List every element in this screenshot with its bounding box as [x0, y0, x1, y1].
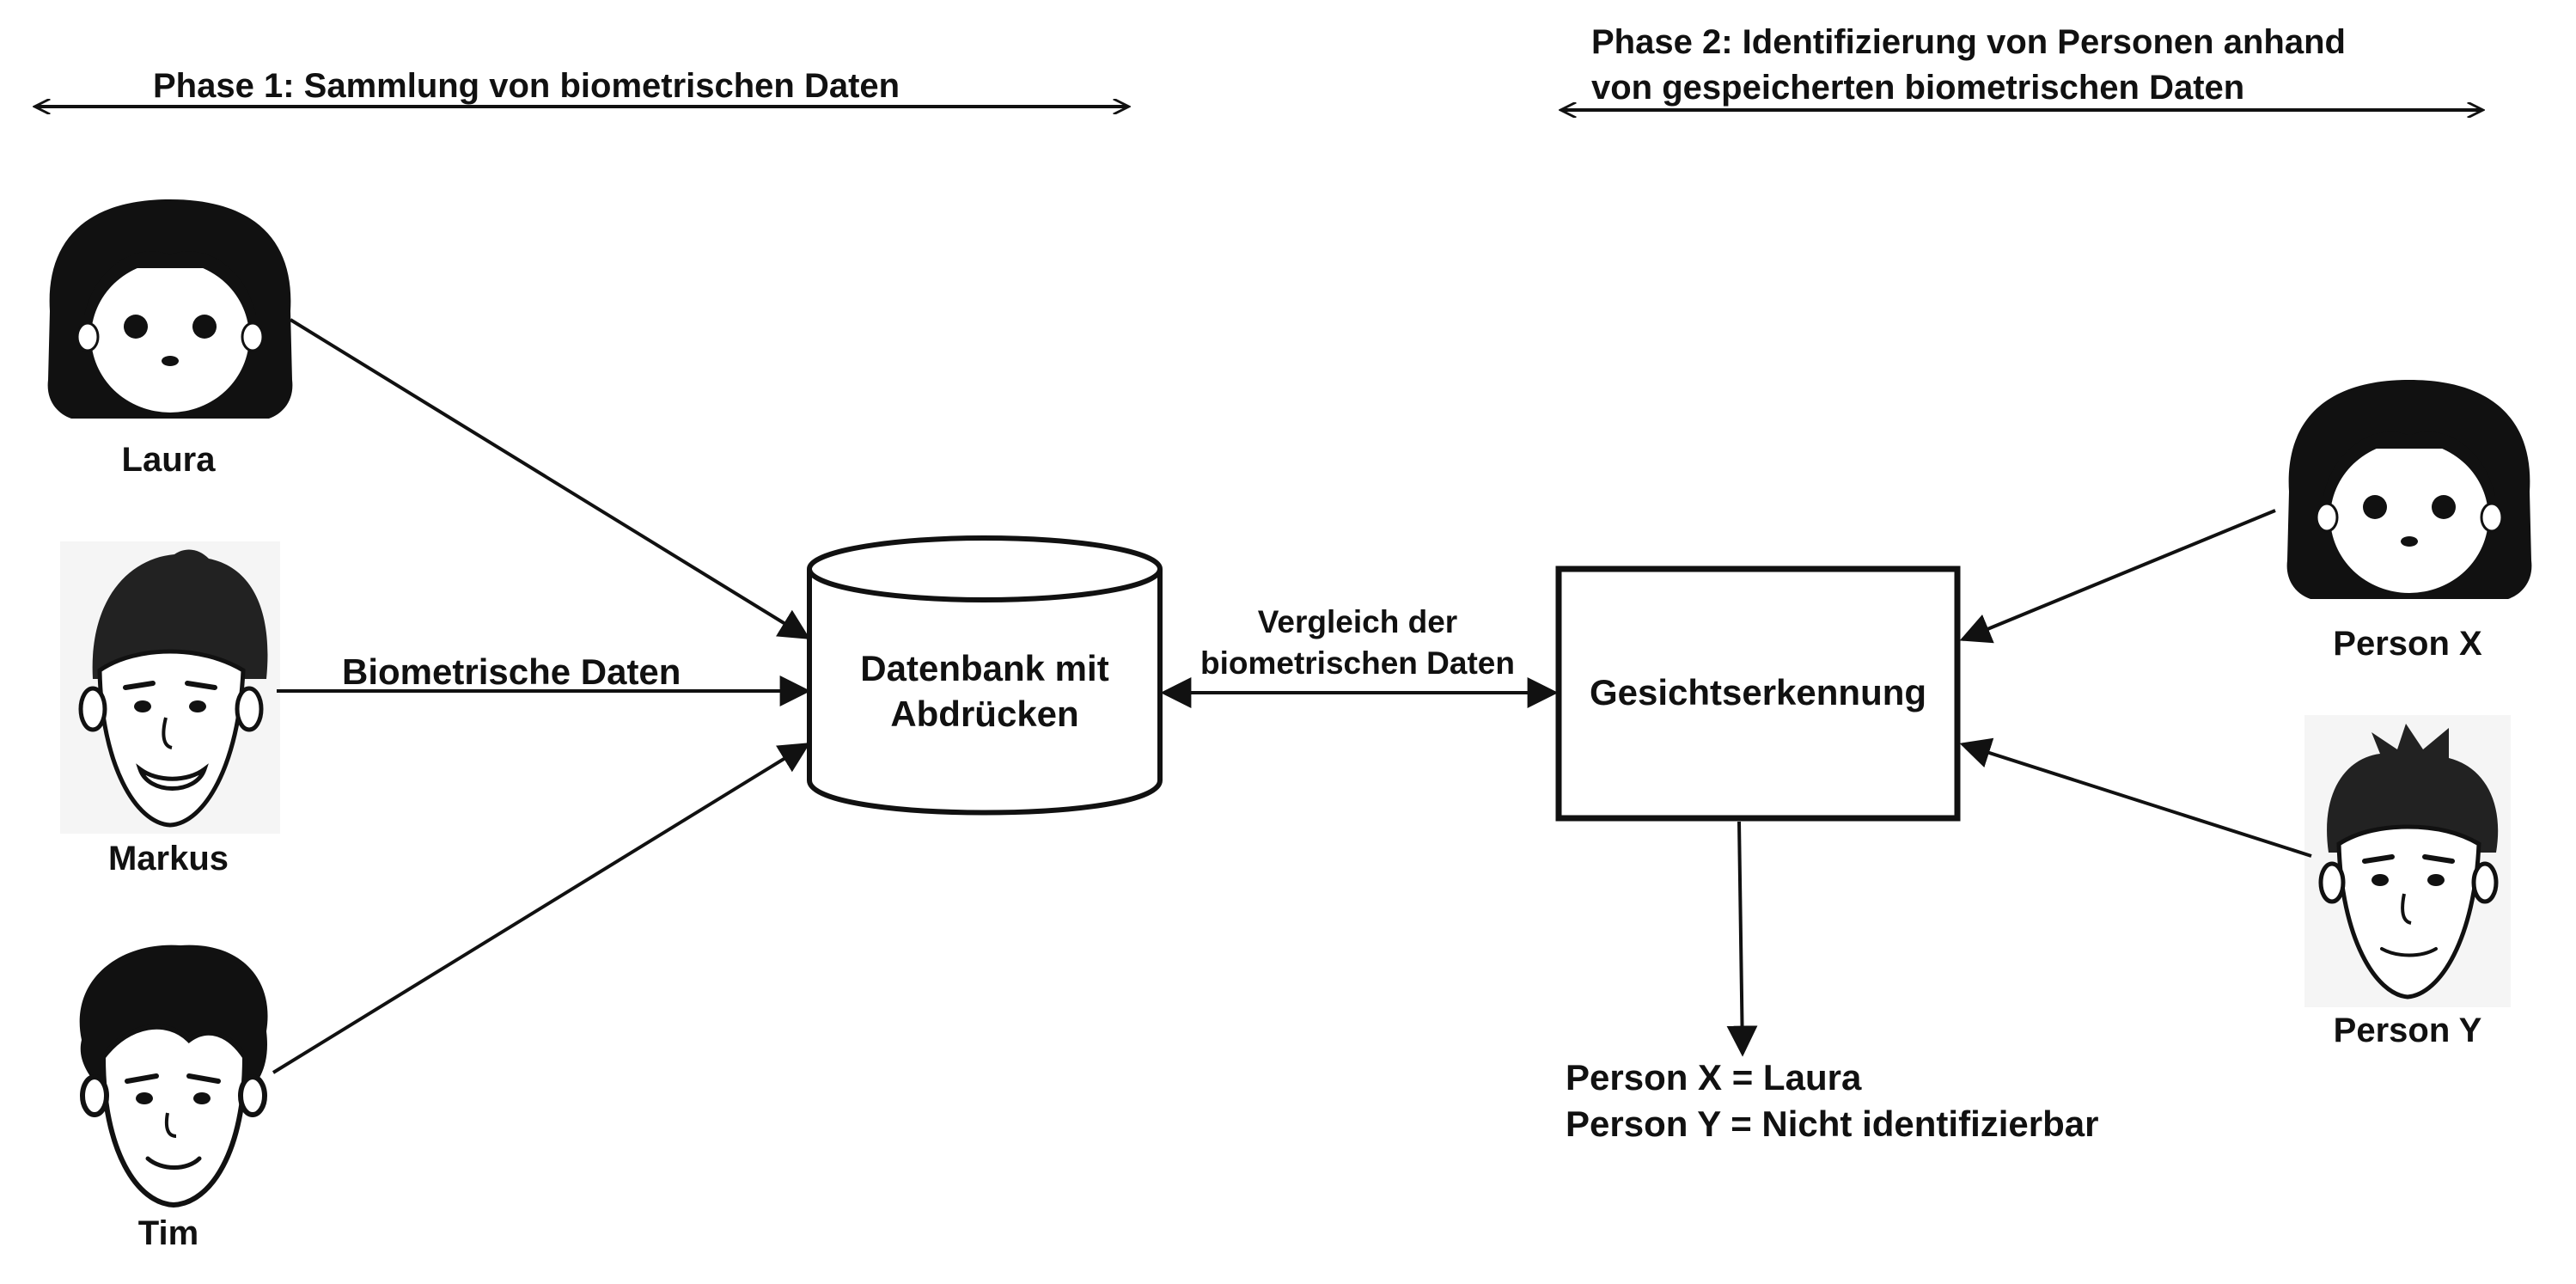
label-markus: Markus [108, 840, 229, 877]
face-recognition-label: Gesichtserkennung [1590, 672, 1926, 712]
result-line1: Person X = Laura [1566, 1057, 1862, 1098]
arrow-tim-to-database [272, 743, 811, 1074]
result-line2: Person Y = Nicht identifizierbar [1566, 1104, 2098, 1144]
label-person-x: Person X [2333, 625, 2482, 663]
compare-label-line2: biometrischen Daten [1200, 645, 1515, 681]
phase1-label: Phase 1: Sammlung von biometrischen Date… [153, 67, 900, 105]
arrow-face-recognition-to-result [1726, 821, 1758, 1057]
compare-label-line1: Vergleich der [1258, 604, 1457, 639]
arrow-laura-to-database [289, 318, 811, 639]
markus-male-face-icon [60, 541, 280, 834]
arrow-person-y-to-face-recognition [1959, 737, 2312, 858]
label-laura: Laura [122, 441, 217, 479]
phase2-label-line1: Phase 2: Identifizierung von Personen an… [1591, 23, 2346, 61]
label-biometrische-daten: Biometrische Daten [342, 651, 681, 692]
label-person-y: Person Y [2334, 1012, 2482, 1049]
person-y-male-face-icon [2304, 715, 2511, 1007]
database-cylinder-icon [807, 535, 1163, 816]
person-x-female-face-icon [2286, 378, 2533, 601]
face-recognition-box [1555, 566, 1961, 822]
tim-male-face-icon [80, 945, 268, 1205]
database-label-line2: Abdrücken [890, 694, 1078, 734]
laura-female-face-icon [46, 198, 294, 420]
label-tim: Tim [138, 1214, 198, 1252]
phase2-label-line2: von gespeicherten biometrischen Daten [1591, 69, 2244, 107]
database-label-line1: Datenbank mit [860, 648, 1108, 688]
arrow-person-x-to-face-recognition [1959, 509, 2276, 644]
